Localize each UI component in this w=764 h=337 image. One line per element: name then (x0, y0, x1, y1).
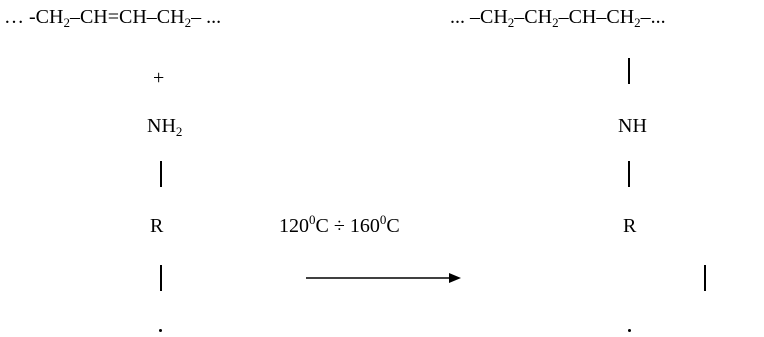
product-group: R (623, 215, 637, 237)
product-bond-top (628, 58, 630, 84)
reactant-bond-upper (160, 161, 162, 187)
reactant-chain: … -CH2–CH=CH–CH2– ... (4, 6, 222, 30)
product-continuation-dot (628, 329, 631, 332)
reaction-arrow (306, 273, 461, 283)
product-bond-lower (704, 265, 706, 291)
reactant-bond-lower (160, 265, 162, 291)
product-amine: NH (618, 115, 647, 137)
reactant-continuation-dot (159, 329, 162, 332)
reactant-group: R (150, 215, 164, 237)
plus-sign: + (153, 67, 165, 89)
reaction-arrow-head (449, 273, 461, 283)
reaction-conditions: 1200C ÷ 1600C (279, 212, 400, 237)
reactant-amine: NH2 (147, 115, 183, 139)
product-bond-middle (628, 161, 630, 187)
product-chain: ... –CH2–CH2–CH–CH2–... (450, 6, 666, 30)
